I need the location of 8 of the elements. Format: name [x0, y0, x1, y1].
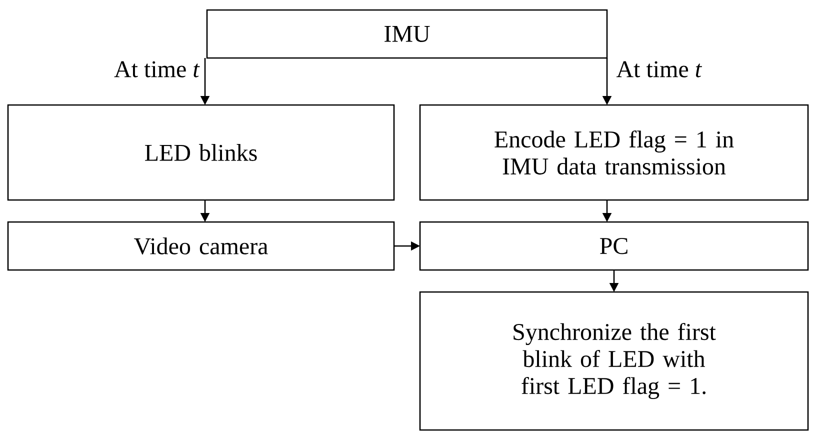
process-box: PC [419, 221, 809, 271]
process-box: Encode LED flag = 1 in IMU data transmission [419, 104, 809, 201]
process-box: Video camera [7, 221, 395, 271]
process-box: IMU [206, 9, 608, 59]
process-box: LED blinks [7, 104, 395, 201]
process-box: Synchronize the first blink of LED with first LED flag = 1. [419, 291, 809, 431]
edge-label: At time t [114, 61, 200, 78]
edge-label: At time t [616, 61, 702, 78]
